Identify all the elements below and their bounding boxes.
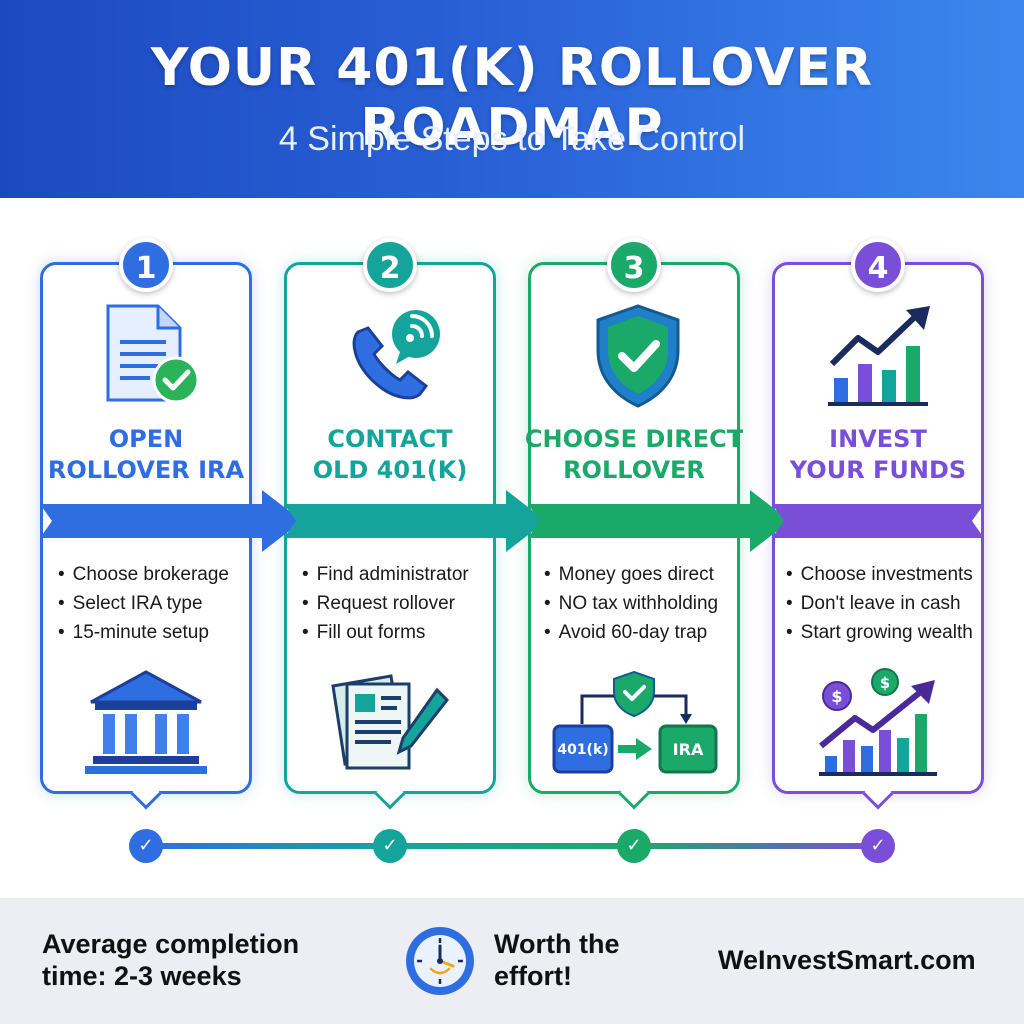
bullet-item: Choose investments — [786, 560, 1006, 589]
timeline-check-icon: ✓ — [129, 829, 163, 863]
page-title: YOUR 401(K) ROLLOVER ROADMAP — [150, 38, 874, 158]
footer-bar — [0, 898, 1024, 1024]
bank-icon — [85, 670, 207, 774]
bullet-item: Start growing wealth — [786, 618, 1006, 647]
bullet-item: Don't leave in cash — [786, 589, 1006, 618]
step-title-1: OPEN ROLLOVER IRA — [26, 424, 266, 486]
step-arrow-1 — [40, 490, 302, 552]
bullet-item: 15-minute setup — [58, 618, 278, 647]
step-title-line: YOUR FUNDS — [789, 456, 967, 484]
bullet-item: Request rollover — [302, 589, 522, 618]
timeline-check-icon: ✓ — [373, 829, 407, 863]
step-title-line: CHOOSE DIRECT — [524, 425, 744, 453]
step-title-2: CONTACT OLD 401(K) — [270, 424, 510, 486]
step-title-line: OPEN — [108, 425, 184, 453]
forms-pen-icon — [331, 674, 449, 770]
worth-line: effort! — [494, 961, 572, 991]
step-bullets-1: Choose brokerage Select IRA type 15-minu… — [58, 560, 278, 647]
coin-symbol: $ — [880, 674, 890, 692]
transfer-diagram-icon: 401(k) IRA — [552, 670, 718, 774]
bullet-item: Find administrator — [302, 560, 522, 589]
step-bullets-4: Choose investments Don't leave in cash S… — [786, 560, 1006, 647]
step-number-badge-2: 2 — [363, 238, 417, 292]
bullet-item: Choose brokerage — [58, 560, 278, 589]
step-title-line: OLD 401(K) — [312, 456, 468, 484]
phone-chat-icon — [352, 310, 440, 400]
coin-symbol: $ — [831, 687, 842, 706]
step-title-3: CHOOSE DIRECT ROLLOVER — [514, 424, 754, 486]
page-subtitle: 4 Simple Steps to Take Control — [278, 120, 746, 158]
bullet-item: Fill out forms — [302, 618, 522, 647]
step-arrow-4 — [772, 504, 984, 538]
step-arrow-2 — [284, 490, 546, 552]
money-growth-icon: $ $ — [819, 668, 937, 776]
step-bullets-2: Find administrator Request rollover Fill… — [302, 560, 522, 647]
worth-effort-text: Worth the effort! — [494, 928, 619, 992]
step-title-line: ROLLOVER IRA — [47, 456, 245, 484]
step-title-line: INVEST — [829, 425, 927, 453]
bullet-item: Select IRA type — [58, 589, 278, 618]
step-arrow-3 — [528, 490, 790, 552]
growth-chart-icon — [828, 306, 930, 406]
completion-line: Average completion — [42, 929, 300, 959]
header-banner: YOUR 401(K) ROLLOVER ROADMAP 4 Simple St… — [0, 0, 1024, 198]
website-link[interactable]: WeInvestSmart.com — [718, 945, 976, 975]
step-title-4: INVEST YOUR FUNDS — [758, 424, 998, 486]
diagram-to-label: IRA — [673, 740, 704, 759]
bullet-item: NO tax withholding — [544, 589, 764, 618]
timeline-check-icon: ✓ — [861, 829, 895, 863]
bullet-item: Avoid 60-day trap — [544, 618, 764, 647]
document-check-icon — [106, 304, 200, 404]
completion-time-text: Average completion time: 2-3 weeks — [42, 928, 299, 992]
step-number-badge-4: 4 — [851, 238, 905, 292]
timeline-check-icon: ✓ — [617, 829, 651, 863]
completion-line: time: 2-3 weeks — [42, 961, 242, 991]
step-number-badge-3: 3 — [607, 238, 661, 292]
bullet-item: Money goes direct — [544, 560, 764, 589]
diagram-from-label: 401(k) — [557, 742, 608, 758]
step-bullets-3: Money goes direct NO tax withholding Avo… — [544, 560, 764, 647]
step-title-line: ROLLOVER — [563, 456, 705, 484]
worth-line: Worth the — [494, 929, 620, 959]
shield-check-icon — [596, 304, 680, 408]
step-title-line: CONTACT — [327, 425, 453, 453]
step-number-badge-1: 1 — [119, 238, 173, 292]
progress-timeline — [146, 843, 878, 849]
clock-icon — [406, 927, 474, 995]
